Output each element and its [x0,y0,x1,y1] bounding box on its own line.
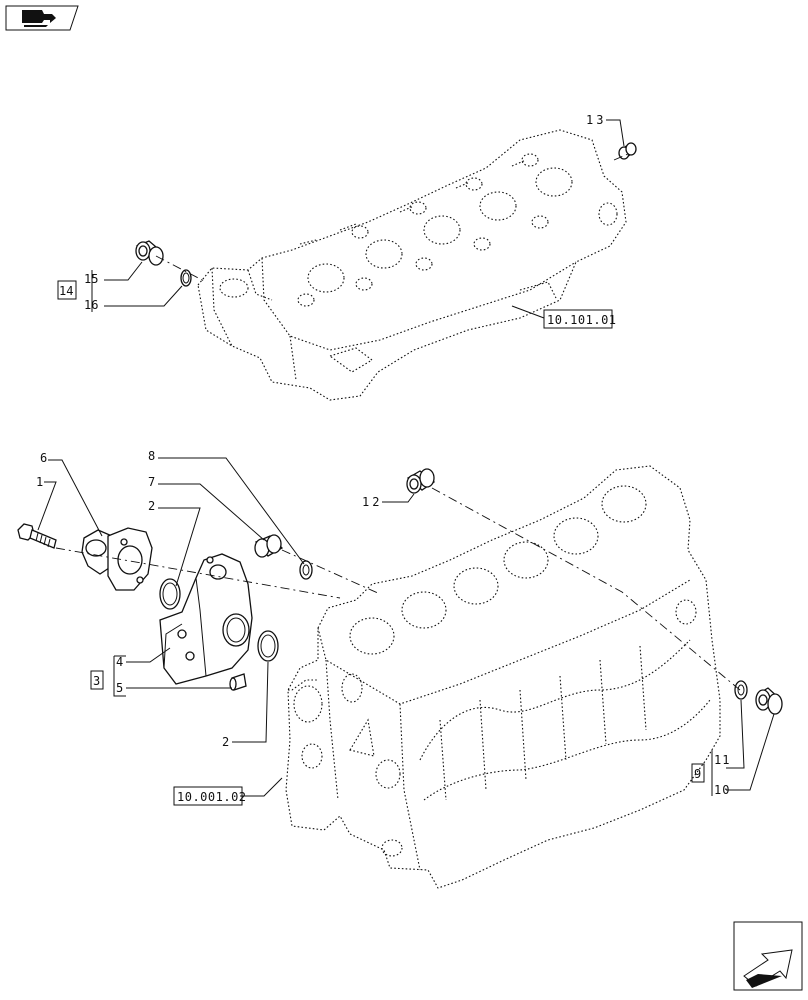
plug-15-drawing [135,240,164,266]
seal-ring-11-drawing [734,680,748,700]
callout-1: 1 [36,475,43,489]
reference-head[interactable]: 10.101.01 [547,313,617,327]
callout-10: 10 [714,783,730,797]
reference-box-head [543,309,613,329]
thermostat-housing-4-drawing [159,553,253,685]
callout-2-lower: 2 [222,735,229,749]
callout-4: 4 [116,655,123,669]
callout-8: 8 [148,449,155,463]
callout-11: 11 [714,753,730,767]
dowel-5-drawing [229,673,247,691]
callout-13: 13 [586,113,606,127]
o-ring-2-upper-drawing [159,578,181,610]
callout-15: 15 [84,272,98,286]
callout-6: 6 [40,451,47,465]
callout-14: 14 [59,284,73,298]
bolt-1-drawing [17,523,57,549]
reference-box-block [173,786,243,806]
callout-3: 3 [93,674,100,688]
next-page-arrow-icon[interactable] [733,921,803,991]
o-ring-2-lower-drawing [257,630,279,662]
cylinder-head-drawing [197,129,627,401]
callout-box-14 [57,280,77,300]
plug-12-drawing [406,468,436,494]
leader-lines [37,119,775,797]
seal-ring-16-drawing [180,269,192,287]
callout-2-upper: 2 [148,499,155,513]
callout-16: 16 [84,298,98,312]
seal-ring-8-drawing [299,560,313,580]
plug-13-drawing [618,142,637,160]
cylinder-block-drawing [285,465,721,889]
thermostat-7-drawing [254,534,284,558]
callout-box-9 [691,763,705,783]
callout-9: 9 [694,767,701,781]
centre-lines [55,153,741,691]
reference-block[interactable]: 10.001.02 [177,790,247,804]
callout-7: 7 [148,475,155,489]
water-outlet-6-drawing [81,527,153,591]
callout-12: 12 [362,495,382,509]
callout-5: 5 [116,681,123,695]
callout-box-3 [90,670,104,690]
plug-10-drawing [755,687,783,715]
book-arrow-icon[interactable] [5,5,79,31]
